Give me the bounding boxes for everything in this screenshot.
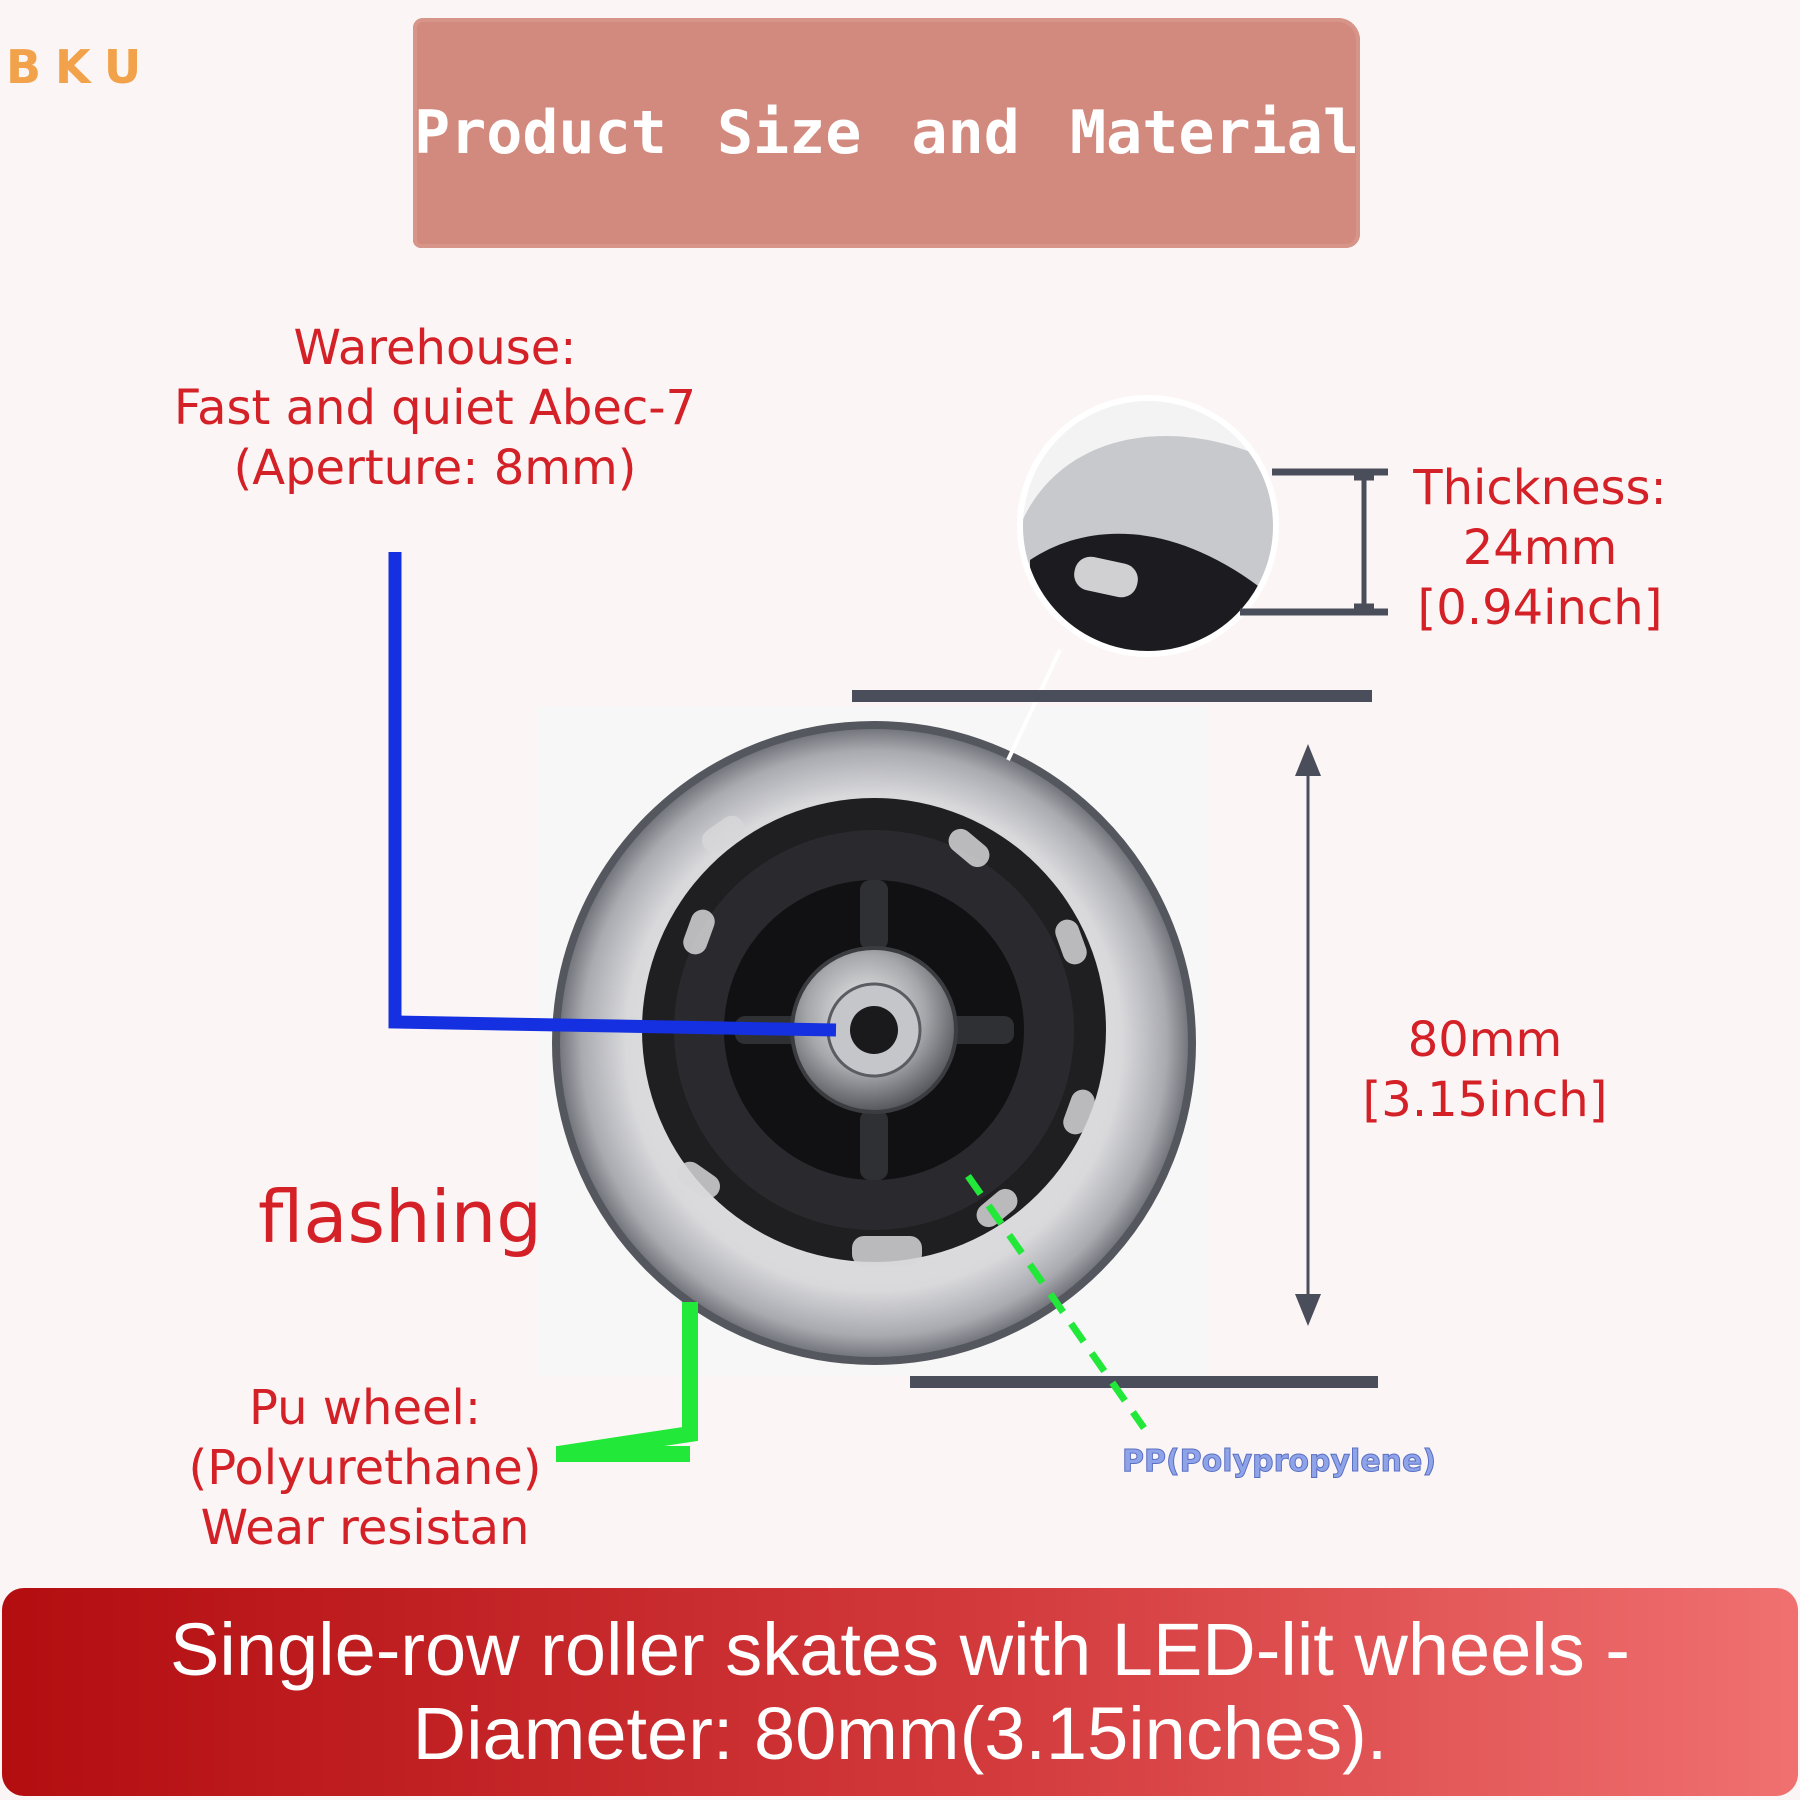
warehouse-label: Warehouse: Fast and quiet Abec-7 (Apertu… xyxy=(160,318,710,498)
warehouse-aperture: (Aperture: 8mm) xyxy=(233,440,637,496)
thickness-bracket xyxy=(1240,468,1388,616)
diameter-mm: 80mm xyxy=(1407,1012,1563,1068)
bearing-leader-line xyxy=(388,552,837,1037)
warehouse-bearing: Fast and quiet Abec-7 xyxy=(173,380,697,436)
banner-line-1: Single-row roller skates with LED-lit wh… xyxy=(170,1607,1630,1691)
pu-wheel-label: Pu wheel: (Polyurethane) Wear resistan xyxy=(170,1378,560,1558)
diameter-label: 80mm [3.15inch] xyxy=(1340,1010,1630,1130)
pp-label: PP(Polypropylene) xyxy=(1121,1444,1437,1480)
flashing-label: flashing xyxy=(258,1175,542,1259)
diameter-arrow xyxy=(852,690,1378,1388)
pu-wheel-title: Pu wheel: xyxy=(248,1380,482,1436)
thickness-label: Thickness: 24mm [0.94inch] xyxy=(1380,458,1700,638)
banner-line-2: Diameter: 80mm(3.15inches). xyxy=(412,1692,1388,1775)
pu-wheel-property: Wear resistan xyxy=(200,1500,530,1556)
pp-leader-line xyxy=(965,1173,1147,1431)
thickness-inch: [0.94inch] xyxy=(1417,580,1663,636)
page-title: Product Size and Material xyxy=(413,98,1360,168)
pu-wheel-material: (Polyurethane) xyxy=(188,1440,542,1496)
diameter-inch: [3.15inch] xyxy=(1362,1072,1608,1128)
product-banner: Single-row roller skates with LED-lit wh… xyxy=(2,1588,1798,1796)
hub-windows xyxy=(677,815,1095,1266)
thickness-mm: 24mm xyxy=(1462,520,1618,576)
bearing-aperture xyxy=(850,1006,898,1054)
brand-logo: BKU xyxy=(6,40,156,94)
warehouse-title: Warehouse: xyxy=(293,320,577,376)
title-banner: Product Size and Material xyxy=(413,18,1360,248)
thickness-title: Thickness: xyxy=(1413,460,1667,516)
thickness-zoom-image xyxy=(1006,395,1279,761)
